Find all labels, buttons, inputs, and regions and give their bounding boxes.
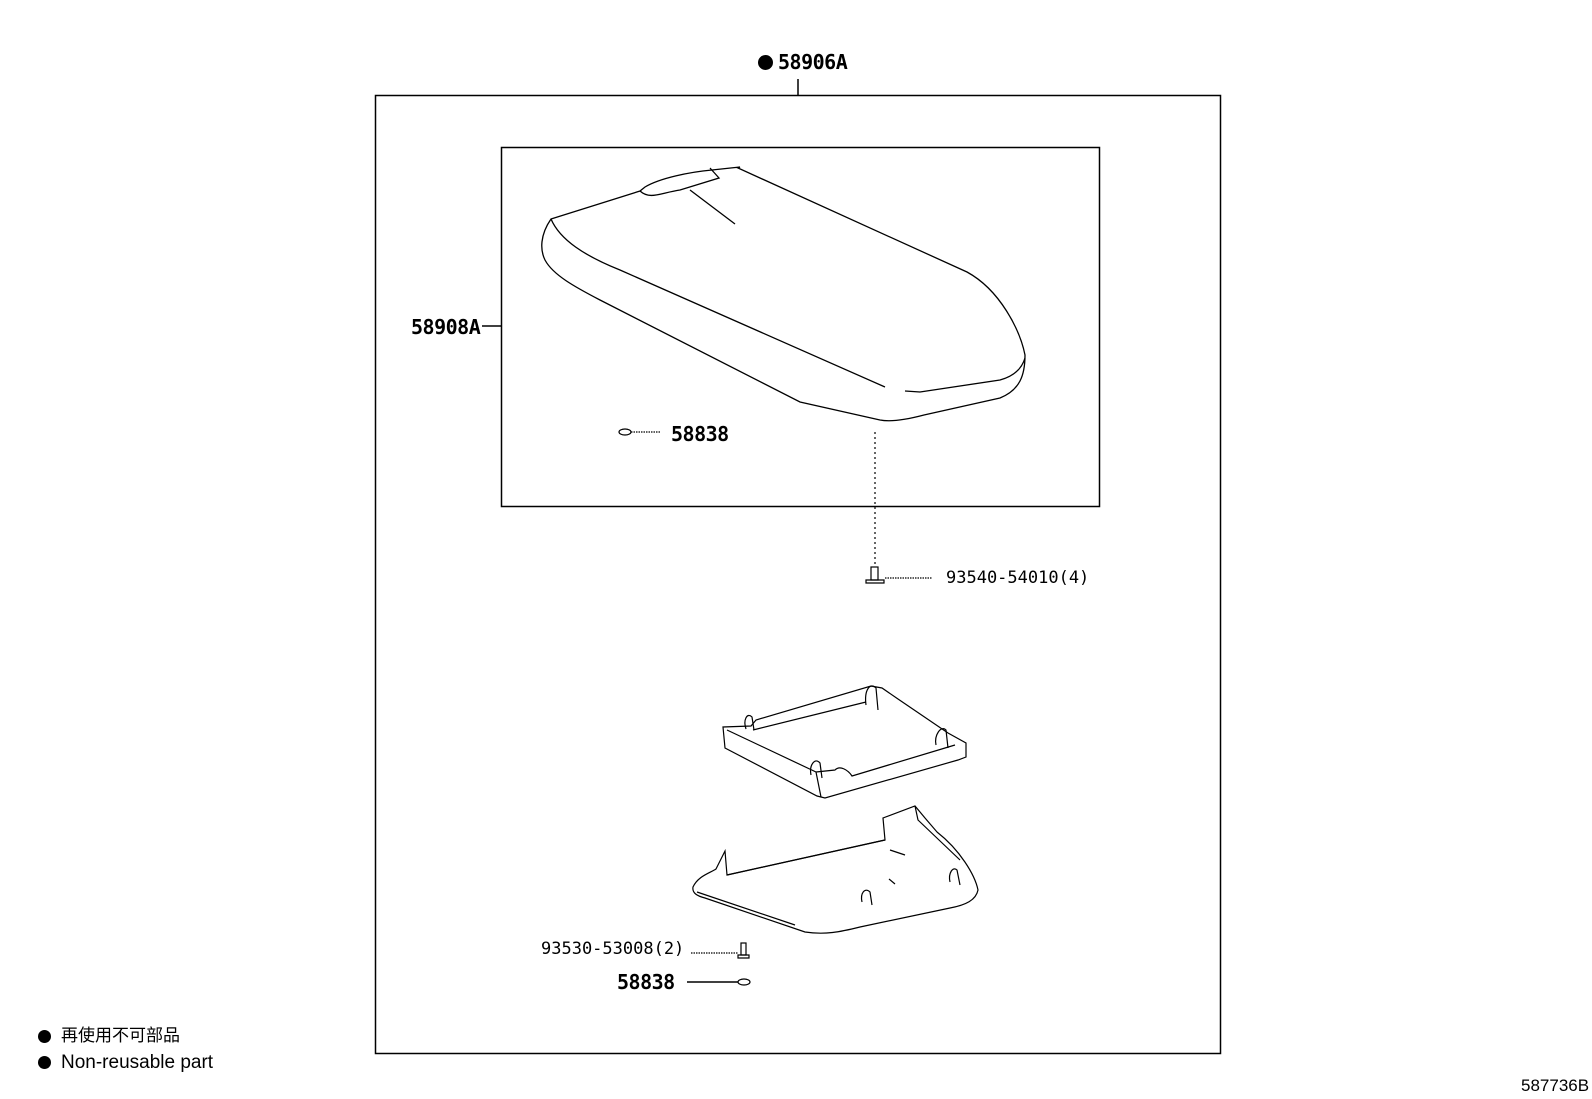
assembly-callout[interactable]: 58906A — [758, 50, 848, 74]
upper-screw-drawing — [865, 566, 932, 584]
lower-screw-drawing — [691, 942, 750, 959]
callout-upper-clip-58838[interactable]: 58838 — [671, 422, 729, 446]
assembly-part-number[interactable]: 58906A — [778, 50, 848, 74]
storage-tray-drawing — [722, 685, 967, 799]
legend: 再使用不可部品 Non-reusable part — [38, 1028, 213, 1072]
callout-lower-screw-93530-53008[interactable]: 93530-53008(2) — [541, 939, 685, 959]
legend-label: 再使用不可部品 — [61, 1026, 180, 1046]
reference-code: 587736B — [1521, 1076, 1590, 1095]
lower-clip-drawing — [687, 978, 751, 986]
non-reusable-marker-icon — [758, 54, 773, 70]
legend-label: Non-reusable part — [61, 1052, 214, 1073]
console-base-drawing — [692, 805, 979, 934]
assembly-frame — [374, 94, 1222, 1055]
legend-item-english: Non-reusable part — [38, 1053, 213, 1072]
filled-circle-icon — [38, 1030, 51, 1043]
filled-circle-icon — [38, 1056, 51, 1069]
legend-item-japanese: 再使用不可部品 — [38, 1028, 213, 1045]
callout-lid-58908A[interactable]: 58908A — [411, 315, 481, 339]
upper-clip-drawing — [618, 428, 661, 436]
armrest-lid-drawing — [541, 166, 1026, 422]
callout-lower-clip-58838[interactable]: 58838 — [617, 970, 675, 994]
callout-upper-screw-93540-54010[interactable]: 93540-54010(4) — [946, 568, 1090, 588]
lid-subassembly-frame — [500, 146, 1101, 508]
